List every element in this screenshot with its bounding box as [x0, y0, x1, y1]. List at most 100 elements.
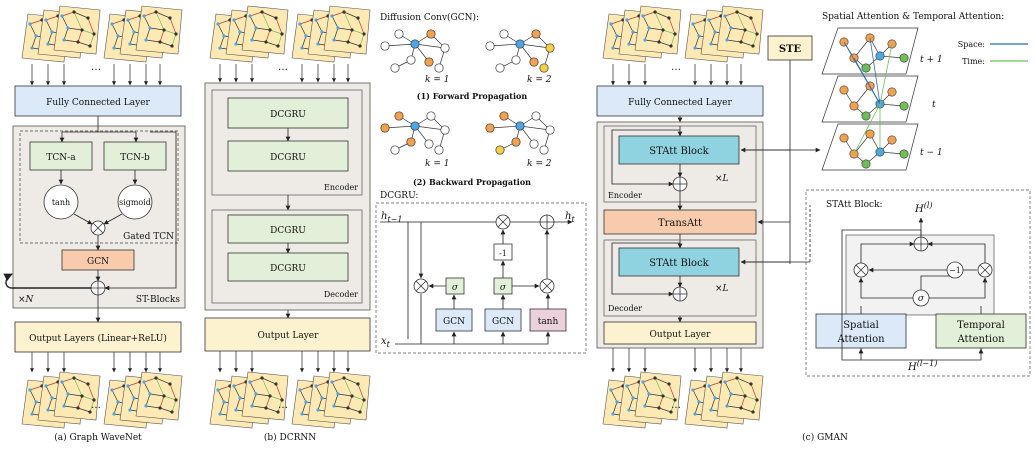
- dcrnn-dcgru-4: [227, 252, 349, 282]
- diffusion-k1-forward: k = 1: [425, 75, 449, 85]
- graph-tile: [323, 5, 371, 55]
- gman-output-layer: [603, 321, 757, 345]
- gman-spatial-line1: Spatial: [843, 320, 879, 331]
- attention-plane: [821, 123, 919, 171]
- graph-tile: [716, 5, 764, 55]
- dcgru-multiply-left-icon: [413, 278, 429, 294]
- gman-statt-decoder-label: STAtt Block: [649, 258, 709, 269]
- gman-times-l-decoder: ×L: [715, 284, 729, 294]
- gman-temporal-line1: Temporal: [957, 320, 1005, 331]
- dcrnn-dcgru-4-label: DCGRU: [270, 264, 306, 274]
- wavenet-caption: (a) Graph WaveNet: [54, 432, 142, 443]
- gman-times-l-encoder: ×L: [715, 174, 729, 184]
- diffusion-k1-backward: k = 1: [425, 159, 449, 169]
- wavenet-input-graphs: [21, 5, 183, 63]
- dcgru-add-top-icon: [539, 214, 555, 230]
- wavenet-tcn-b: [103, 141, 167, 171]
- wavenet-gcn-label: GCN: [87, 257, 109, 267]
- gman-spatial-line2: Attention: [836, 334, 885, 345]
- gman-transatt: [603, 209, 757, 235]
- gman-panel: … STE Fully Connected Layer STAtt Block …: [596, 5, 1031, 443]
- graph-tile: [53, 5, 101, 55]
- gman-statt-add-icon: [913, 236, 929, 252]
- gman-statt-minus-label: −1: [949, 266, 961, 275]
- wavenet-n-label: ×N: [18, 295, 35, 305]
- gman-t: t: [932, 100, 936, 110]
- gman-t-minus: t − 1: [920, 148, 943, 158]
- wavenet-fc-layer: [14, 85, 182, 117]
- dcrnn-ellipsis-bottom: …: [278, 400, 288, 411]
- dcgru-h-prev: ht−1: [381, 211, 402, 224]
- gman-t-plus: t + 1: [920, 55, 943, 65]
- dcgru-sigma-right-label: σ: [500, 283, 507, 293]
- attention-plane: [821, 75, 919, 123]
- gman-statt-detail-frame: [805, 189, 1031, 377]
- gman-output-label: Output Layer: [650, 330, 712, 340]
- dcgru-tanh-label: tanh: [538, 317, 559, 327]
- diffusion-graph: [380, 111, 450, 155]
- gman-h-l1: H(l−1): [907, 359, 937, 373]
- graph-tile: [241, 371, 289, 421]
- gman-add-decoder-icon: [672, 286, 688, 302]
- gman-h-l: H(l): [914, 201, 933, 215]
- dcrnn-dcgru-1: [227, 97, 349, 129]
- dcrnn-dcgru-2-label: DCGRU: [270, 153, 306, 163]
- wavenet-add-icon: [90, 280, 106, 296]
- dcgru-x-t: xt: [381, 336, 391, 349]
- diffusion-graphs: [380, 29, 555, 155]
- gman-temporal-line2: Attention: [956, 334, 1005, 345]
- dcrnn-decoder-frame: [211, 209, 363, 304]
- gman-statt-encoder-label: STAtt Block: [649, 146, 709, 157]
- dcrnn-output-label: Output Layer: [258, 331, 320, 341]
- graph-tile: [241, 5, 289, 55]
- diffusion-forward-label: (1) Forward Propagation: [417, 91, 528, 101]
- gman-statt-block-encoder: [618, 135, 740, 165]
- diffusion-backward-label: (2) Backward Propagation: [413, 177, 531, 187]
- gman-space-label: Space:: [958, 40, 985, 49]
- diffusion-k2-forward: k = 2: [527, 75, 552, 85]
- gman-temporal-attention: [935, 313, 1027, 349]
- attention-plane: [821, 27, 919, 75]
- wavenet-panel: … Fully Connected Layer TCN-a TCN-b tanh…: [3, 5, 186, 443]
- gman-statt-multiply-left-icon: [853, 262, 869, 278]
- gman-ste-box: [767, 35, 813, 61]
- gman-output-graphs: [602, 371, 764, 429]
- gman-fc-label: Fully Connected Layer: [628, 98, 732, 108]
- dcrnn-encoder-label: Encoder: [324, 183, 358, 192]
- wavenet-output-graphs: [21, 371, 183, 429]
- wavenet-fc-label: Fully Connected Layer: [46, 98, 150, 108]
- diffusion-k2-backward: k = 2: [527, 159, 552, 169]
- dcrnn-caption: (b) DCRNN: [264, 432, 316, 443]
- gman-input-graphs: [602, 5, 764, 63]
- wavenet-multiply-icon: [90, 220, 106, 236]
- dcrnn-input-graphs: [209, 5, 371, 63]
- gman-transatt-label: TransAtt: [658, 218, 702, 229]
- dcrnn-dcgru-1-label: DCGRU: [270, 110, 306, 120]
- graph-tile: [716, 371, 764, 421]
- wavenet-tcn-b-label: TCN-b: [120, 153, 150, 163]
- graph-tile: [634, 5, 682, 55]
- gman-attn-title: Spatial Attention & Temporal Attention:: [822, 12, 1004, 22]
- gman-fc-layer: [596, 85, 764, 117]
- dcgru-h-t: ht: [565, 211, 575, 224]
- wavenet-output-layers: [14, 321, 182, 353]
- diffusion-title: Diffusion Conv(GCN):: [380, 12, 479, 23]
- diffusion-graph: [485, 111, 555, 155]
- dcrnn-encoder-frame: [211, 89, 363, 196]
- dcgru-multiply-right-icon: [539, 278, 555, 294]
- gman-time-label: Time:: [962, 57, 985, 66]
- wavenet-tcn-a-label: TCN-a: [46, 153, 76, 163]
- dcrnn-ellipsis-top: …: [278, 62, 288, 73]
- wavenet-ellipsis-top: …: [91, 62, 101, 73]
- dcgru-title: DCGRU:: [380, 191, 418, 201]
- wavenet-st-blocks-label: ST-Blocks: [136, 295, 180, 305]
- wavenet-output-label: Output Layers (Linear+ReLU): [29, 333, 167, 344]
- dcrnn-dcgru-3-label: DCGRU: [270, 226, 306, 236]
- dcgru-multiply-top-icon: [495, 214, 511, 230]
- gman-spatial-attention: [815, 313, 907, 349]
- gman-statt-title: STAtt Block:: [826, 200, 883, 210]
- wavenet-tanh-label: tanh: [52, 198, 70, 207]
- graph-tile: [135, 371, 183, 421]
- wavenet-tanh-node: [43, 184, 79, 220]
